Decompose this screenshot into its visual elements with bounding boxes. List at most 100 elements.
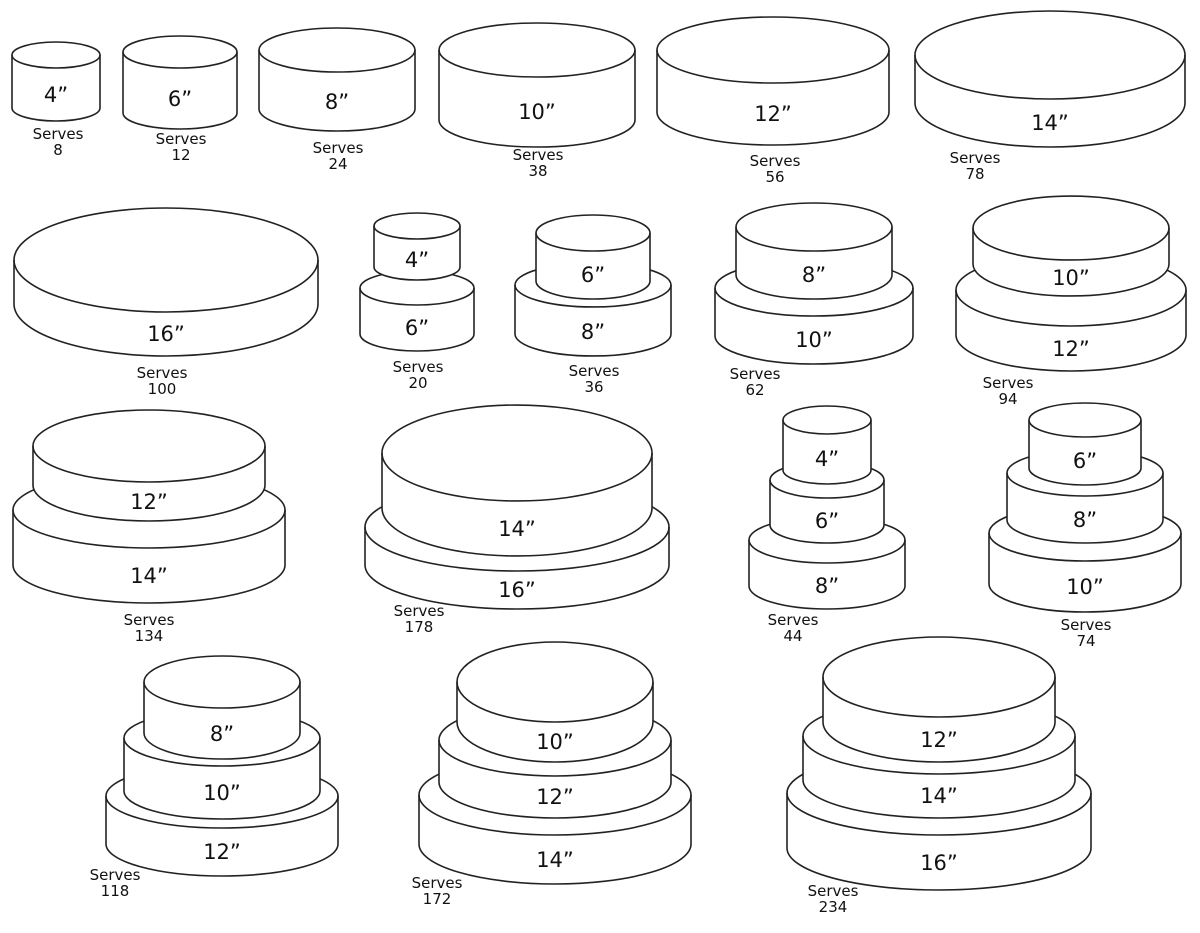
cake-tier-body bbox=[656, 16, 890, 146]
serves-count: 178 bbox=[405, 618, 434, 636]
tier-size-label: 12” bbox=[1052, 337, 1090, 361]
tier-size-label: 6” bbox=[815, 509, 839, 533]
tier-size-label: 14” bbox=[536, 848, 574, 872]
tier-size-label: 10” bbox=[1066, 575, 1104, 599]
tier-size-label: 6” bbox=[405, 316, 429, 340]
serves-count: 74 bbox=[1076, 632, 1095, 650]
tier-size-label: 16” bbox=[920, 851, 958, 875]
cake-tier-body bbox=[782, 405, 872, 485]
serves-word: Serves bbox=[950, 149, 1001, 167]
tier-size-label: 6” bbox=[581, 263, 605, 287]
cake-tier-top-edge bbox=[786, 792, 1092, 836]
cake-tier-body bbox=[373, 212, 461, 281]
cake-tier-top-edge bbox=[714, 287, 914, 317]
tier-size-label: 10” bbox=[203, 781, 241, 805]
serves-word: Serves bbox=[156, 130, 207, 148]
cake-tier-body bbox=[535, 214, 651, 300]
cake-tier-body bbox=[381, 404, 653, 557]
serves-word: Serves bbox=[808, 882, 859, 900]
tier-size-label: 16” bbox=[147, 322, 185, 346]
cake-tier-top-edge bbox=[123, 737, 321, 767]
serves-word: Serves bbox=[1061, 616, 1112, 634]
cake-tier-top-edge bbox=[11, 54, 101, 69]
cake-tier-top-edge bbox=[456, 681, 654, 723]
cake-tier-top-edge bbox=[735, 226, 893, 252]
tier-size-label: 8” bbox=[1073, 508, 1097, 532]
serves-count: 78 bbox=[965, 165, 984, 183]
cake-tier-top-edge bbox=[972, 227, 1170, 261]
cake-tier-top-edge bbox=[438, 739, 672, 777]
cake-tier-top-edge bbox=[1006, 472, 1164, 497]
cake-tier-top-edge bbox=[143, 681, 301, 709]
tier-size-label: 10” bbox=[1052, 266, 1090, 290]
cake-tier-top-edge bbox=[802, 735, 1076, 775]
tier-size-label: 4” bbox=[815, 447, 839, 471]
serves-count: 134 bbox=[135, 627, 164, 645]
cake-tier-body bbox=[13, 207, 319, 357]
serves-count: 12 bbox=[171, 146, 190, 164]
serves-word: Serves bbox=[313, 139, 364, 157]
cake-tier-body bbox=[11, 41, 101, 122]
tier-size-label: 6” bbox=[1073, 449, 1097, 473]
tier-size-label: 12” bbox=[754, 102, 792, 126]
cake-tier-top-edge bbox=[364, 526, 670, 572]
tier-size-label: 4” bbox=[44, 83, 68, 107]
serves-word: Serves bbox=[983, 374, 1034, 392]
cake-tier-top-edge bbox=[822, 676, 1056, 718]
serves-count: 172 bbox=[423, 890, 452, 908]
serves-word: Serves bbox=[750, 152, 801, 170]
cake-tier-body bbox=[456, 641, 654, 763]
serves-count: 62 bbox=[745, 381, 764, 399]
serves-count: 36 bbox=[584, 378, 603, 396]
serves-count: 234 bbox=[819, 898, 848, 916]
tier-size-label: 12” bbox=[536, 785, 574, 809]
cake-tier-top-edge bbox=[914, 54, 1186, 100]
cake-tier-top-edge bbox=[373, 225, 461, 240]
tier-size-label: 12” bbox=[920, 728, 958, 752]
cake-tier-body bbox=[1028, 402, 1142, 486]
serves-count: 56 bbox=[765, 168, 784, 186]
serves-count: 38 bbox=[528, 162, 547, 180]
serves-count: 8 bbox=[53, 141, 63, 159]
serves-word: Serves bbox=[393, 358, 444, 376]
tier-size-label: 8” bbox=[802, 263, 826, 287]
serves-word: Serves bbox=[33, 125, 84, 143]
cake-tier-top-edge bbox=[258, 49, 416, 73]
tier-size-label: 10” bbox=[536, 730, 574, 754]
cake-tier-top-edge bbox=[12, 509, 286, 549]
cake-tier-top-edge bbox=[1028, 419, 1142, 438]
cake-tier-top-edge bbox=[535, 232, 651, 252]
cake-tier-body bbox=[122, 35, 238, 130]
cake-tier-top-edge bbox=[359, 287, 475, 306]
tier-size-label: 10” bbox=[795, 328, 833, 352]
cake-tier-top-edge bbox=[782, 419, 872, 435]
cake-tier-top-edge bbox=[988, 532, 1182, 562]
serves-word: Serves bbox=[137, 364, 188, 382]
cake-tier-top-edge bbox=[955, 289, 1187, 327]
cake-tier-top-edge bbox=[32, 445, 266, 483]
cake-tier-top-edge bbox=[418, 794, 692, 836]
serves-word: Serves bbox=[394, 602, 445, 620]
serves-count: 118 bbox=[101, 882, 130, 900]
tier-size-label: 14” bbox=[498, 517, 536, 541]
tier-size-label: 4” bbox=[405, 248, 429, 272]
cake-tier-top-edge bbox=[13, 259, 319, 313]
serves-word: Serves bbox=[412, 874, 463, 892]
cake-tier-body bbox=[438, 22, 636, 148]
cake-tier-top-edge bbox=[122, 51, 238, 69]
tier-size-label: 6” bbox=[168, 87, 192, 111]
serves-count: 20 bbox=[408, 374, 427, 392]
